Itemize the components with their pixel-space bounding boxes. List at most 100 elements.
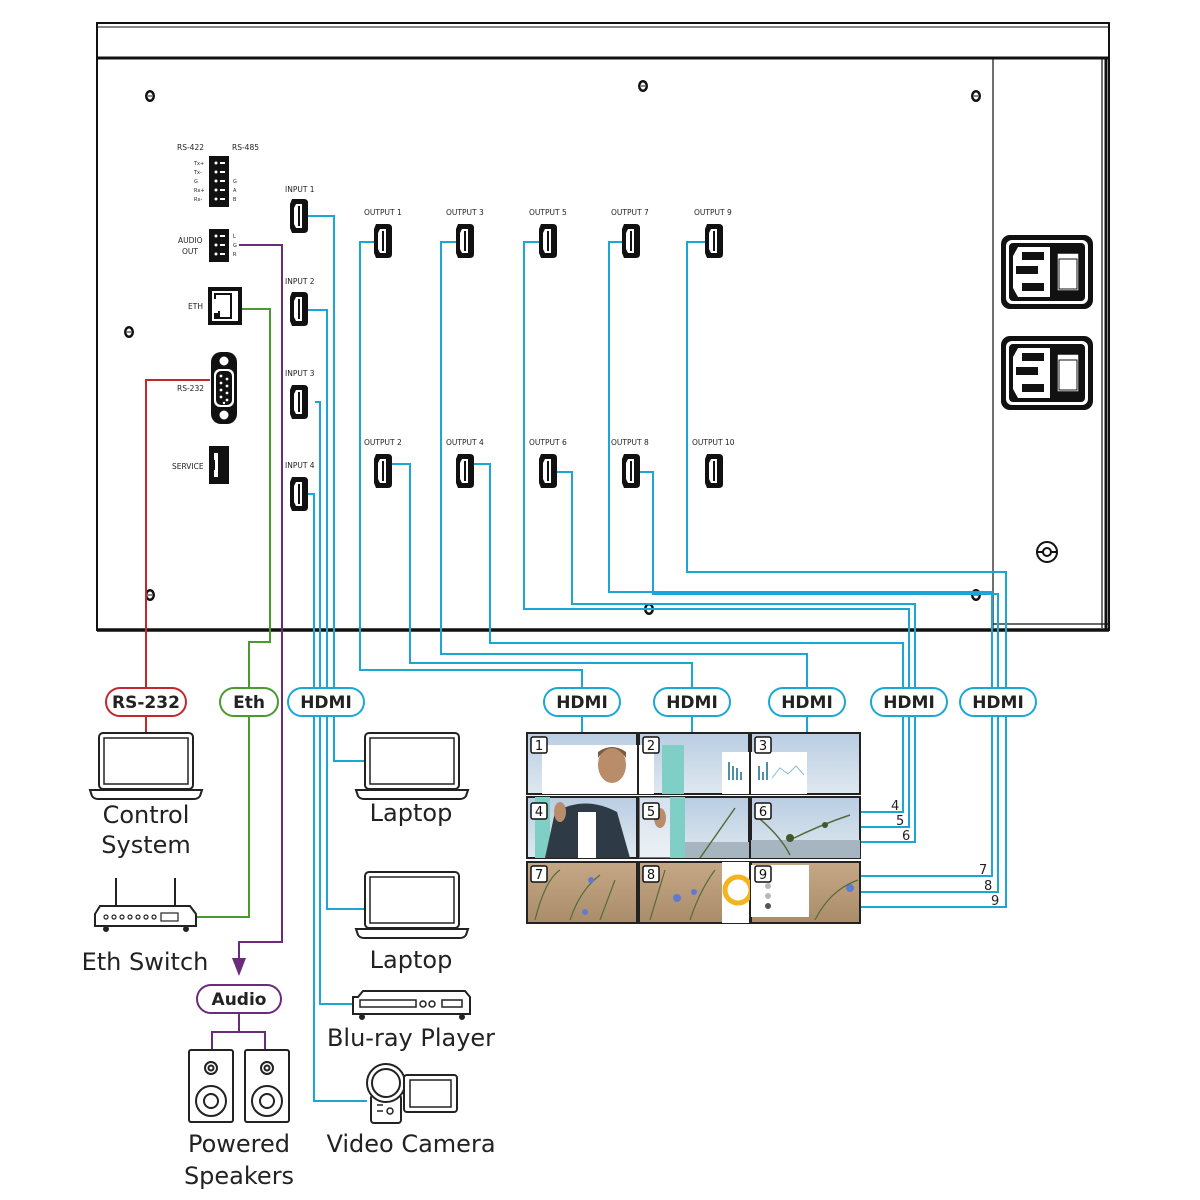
svg-text:2: 2 <box>647 739 655 754</box>
rs232-pill: RS-232 <box>105 687 187 717</box>
hdmi-port-icon <box>374 454 392 488</box>
rs232-port: RS-232 <box>177 352 237 424</box>
video-camera-label: Video Camera <box>326 1130 495 1158</box>
hdmi-port-icon <box>539 454 557 488</box>
svg-text:HDMI: HDMI <box>883 693 935 713</box>
svg-text:G: G <box>233 179 237 185</box>
hdmi-port-icon <box>622 224 640 258</box>
svg-text:HDMI: HDMI <box>781 693 833 713</box>
output-9-label: OUTPUT 9 <box>694 208 732 217</box>
svg-text:L: L <box>233 234 236 240</box>
output-1-label: OUTPUT 1 <box>364 208 402 217</box>
svg-text:B: B <box>233 197 237 203</box>
input-1-label: INPUT 1 <box>285 185 315 194</box>
svg-text:9: 9 <box>759 868 767 883</box>
video-wall-tile-4 <box>526 796 638 859</box>
laptop-1-icon <box>354 732 470 800</box>
wall-connection-numbers: 4 5 6 7 8 9 <box>891 799 999 909</box>
output-8-label: OUTPUT 8 <box>611 438 649 447</box>
svg-text:Rx-: Rx- <box>194 197 202 203</box>
hdmi-port-icon <box>705 224 723 258</box>
svg-text:RS-232: RS-232 <box>177 384 204 393</box>
hdmi-port-icon <box>456 224 474 258</box>
svg-text:HDMI: HDMI <box>666 693 718 713</box>
hdmi-input-pill: HDMI <box>287 687 365 717</box>
output-10-label: OUTPUT 10 <box>692 438 735 447</box>
bluray-player-label: Blu-ray Player <box>327 1024 495 1052</box>
ground-terminal-icon <box>1036 541 1058 563</box>
rs485-label: RS-485 <box>232 143 259 152</box>
hdmi-output-pill-5: HDMI <box>959 687 1037 717</box>
input-3-label: INPUT 3 <box>285 369 315 378</box>
power-inlet-2 <box>1001 336 1093 410</box>
eth-switch-icon <box>94 878 197 932</box>
control-system-label: Control <box>103 801 190 829</box>
rs422-rs485-terminal: RS-422 RS-485 Tx+ Tx- G Rx+ Rx- G A B <box>177 143 259 207</box>
svg-text:1: 1 <box>535 739 543 754</box>
svg-text:Eth: Eth <box>233 693 265 713</box>
eth-pill: Eth <box>219 687 279 717</box>
svg-text:OUT: OUT <box>182 247 198 256</box>
svg-text:6: 6 <box>902 829 910 844</box>
svg-text:Tx-: Tx- <box>193 170 202 176</box>
video-wall: 1 2 3 4 5 6 7 8 9 4 5 6 7 8 9 <box>526 732 999 924</box>
hdmi-port-icon <box>290 292 308 326</box>
svg-text:Tx+: Tx+ <box>193 161 204 167</box>
service-port: SERVICE <box>172 446 229 484</box>
output-4-label: OUTPUT 4 <box>446 438 484 447</box>
input-4-label: INPUT 4 <box>285 461 315 470</box>
output-6-label: OUTPUT 6 <box>529 438 567 447</box>
device-chassis <box>96 22 1110 632</box>
video-camera-icon <box>366 1063 458 1124</box>
svg-text:7: 7 <box>979 863 987 878</box>
svg-text:ETH: ETH <box>188 302 203 311</box>
svg-text:G: G <box>233 243 237 249</box>
svg-text:Audio: Audio <box>212 990 267 1010</box>
svg-text:9: 9 <box>991 894 999 909</box>
svg-text:System: System <box>101 831 191 859</box>
svg-text:AUDIO: AUDIO <box>178 236 203 245</box>
powered-speakers-label: Powered <box>188 1130 290 1158</box>
svg-text:8: 8 <box>647 868 655 883</box>
svg-text:HDMI: HDMI <box>300 693 352 713</box>
laptop-2-icon <box>354 871 470 939</box>
video-wall-tile-3 <box>750 732 861 795</box>
svg-text:5: 5 <box>647 805 655 820</box>
svg-text:7: 7 <box>535 868 543 883</box>
svg-text:SERVICE: SERVICE <box>172 462 204 471</box>
rs422-label: RS-422 <box>177 143 204 152</box>
svg-text:HDMI: HDMI <box>556 693 608 713</box>
svg-text:5: 5 <box>896 814 904 829</box>
hdmi-outputs-bottom: OUTPUT 2 OUTPUT 4 OUTPUT 6 OUTPUT 8 OUTP… <box>364 438 735 488</box>
svg-text:G: G <box>194 179 198 185</box>
eth-switch-label: Eth Switch <box>82 948 209 976</box>
eth-port: ETH <box>188 287 242 325</box>
audio-cable <box>211 244 283 1050</box>
svg-text:R: R <box>233 252 237 258</box>
eth-cable <box>195 308 271 918</box>
svg-text:4: 4 <box>535 805 543 820</box>
screw-icon <box>637 79 649 93</box>
hdmi-port-icon <box>622 454 640 488</box>
control-system-laptop-icon <box>88 732 204 800</box>
hdmi-outputs-top: OUTPUT 1 OUTPUT 3 OUTPUT 5 OUTPUT 7 OUTP… <box>364 208 732 258</box>
output-2-label: OUTPUT 2 <box>364 438 402 447</box>
hdmi-port-icon <box>374 224 392 258</box>
hdmi-output-cables <box>359 241 1007 908</box>
hdmi-output-pill-1: HDMI <box>543 687 621 717</box>
svg-text:HDMI: HDMI <box>972 693 1024 713</box>
hdmi-port-icon <box>705 454 723 488</box>
screw-icon <box>970 89 982 103</box>
svg-text:4: 4 <box>891 799 899 814</box>
bluray-player-icon <box>352 990 471 1020</box>
svg-text:Speakers: Speakers <box>184 1162 294 1190</box>
svg-text:3: 3 <box>759 739 767 754</box>
screw-icon <box>123 325 135 339</box>
svg-text:A: A <box>233 188 237 194</box>
output-7-label: OUTPUT 7 <box>611 208 649 217</box>
svg-text:RS-232: RS-232 <box>112 693 180 713</box>
hdmi-port-icon <box>290 385 308 419</box>
svg-text:8: 8 <box>984 879 992 894</box>
audio-arrow-icon <box>232 958 246 976</box>
